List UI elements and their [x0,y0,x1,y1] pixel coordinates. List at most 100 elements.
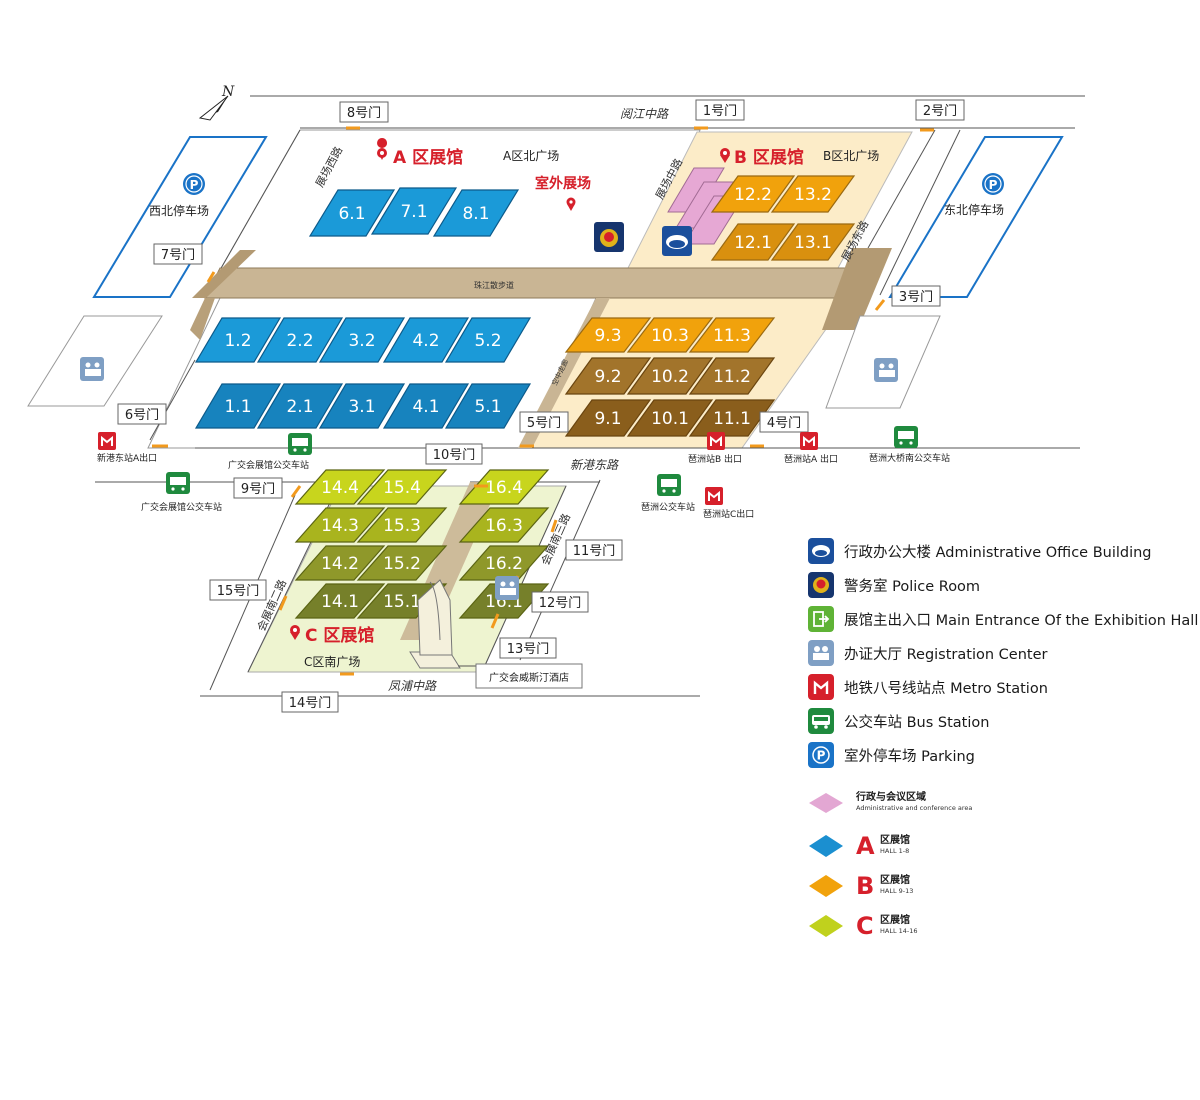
gate-label: 2号门 [923,104,957,119]
hall-1-1[interactable]: 1.1 [194,383,282,429]
zone-c-title: C 区展馆 [290,625,374,646]
legend-item-metro: 地铁八号线站点 Metro Station [808,672,1048,702]
metro-icon [98,432,116,450]
hall-label: 9.1 [594,409,621,429]
hall-3-2[interactable]: 3.2 [318,317,406,363]
hall-14-4[interactable]: 14.4 [294,469,386,505]
svg-text:P: P [190,178,199,192]
svg-text:B 区展馆: B 区展馆 [734,147,804,168]
gate-10: 10号门 [425,443,483,465]
hall-2-2[interactable]: 2.2 [256,317,344,363]
outdoor-title: 室外展场 [535,175,591,192]
road-fengpu: 凤浦中路 [388,679,437,693]
gate-label: 12号门 [539,596,582,611]
gate-label: 13号门 [507,642,550,657]
hall-11-3[interactable]: 11.3 [688,317,776,353]
gate-label: 10号门 [433,448,476,463]
hall-11-2[interactable]: 11.2 [688,357,776,395]
hall-6-1[interactable]: 6.1 [308,189,396,237]
hall-10-1[interactable]: 10.1 [626,399,714,437]
gate-label: 9号门 [241,482,275,497]
hall-label: 15.2 [383,554,421,574]
b-plaza: B区北广场 [823,149,879,163]
hall-9-1[interactable]: 9.1 [564,399,652,437]
hall-15-2[interactable]: 15.2 [356,545,448,581]
hall-9-2[interactable]: 9.2 [564,357,652,395]
registration-icon [808,640,834,666]
hall-label: 15.3 [383,516,421,536]
zone-a-title: A 区展馆 [377,138,463,168]
bus-icon [288,433,312,455]
compass-icon: N [198,84,235,121]
hall-16-3[interactable]: 16.3 [458,507,550,543]
hall-label: 7.1 [400,202,427,222]
hall-4-2[interactable]: 4.2 [382,317,470,363]
gate-12: 12号门 [531,591,589,613]
gate-4: 4号门 [759,411,809,433]
hall-13-2[interactable]: 13.2 [770,175,856,213]
hall-label: 11.1 [713,409,751,429]
hall-label: 15.1 [383,592,421,612]
hall-15-4[interactable]: 15.4 [356,469,448,505]
hall-14-3[interactable]: 14.3 [294,507,386,543]
hall-label: 10.3 [651,326,689,346]
hall-15-3[interactable]: 15.3 [356,507,448,543]
parking-icon: P [982,173,1004,195]
metro-icon [707,432,725,450]
gate-9: 9号门 [233,477,283,499]
gate-label: 7号门 [161,248,195,263]
hall-5-1[interactable]: 5.1 [444,383,532,429]
administrative-building-icon [662,226,692,256]
hall-15-1[interactable]: 15.1 [356,583,448,619]
legend-item-registration: 办证大厅 Registration Center [808,638,1047,668]
hall-11-1[interactable]: 11.1 [688,399,776,437]
bus-icon [808,708,834,734]
zone-titles: A 区展馆 A区北广场 室外展场 B 区展馆 B区北广场 C 区展馆 C区南广场… [149,138,1004,669]
hall-label: 10.2 [651,367,689,387]
hall-16-4[interactable]: 16.4 [458,469,550,505]
metro-pazhou-b: 琶洲站B 出口 [688,453,742,465]
hall-14-1[interactable]: 14.1 [294,583,386,619]
police-icon [808,572,834,598]
gate-5: 5号门 [519,411,569,433]
compass-label: N [221,84,235,100]
hall-7-1[interactable]: 7.1 [370,187,458,235]
hall-label: 16.4 [485,478,523,498]
zone-a-swatch [809,835,843,857]
hall-12-2[interactable]: 12.2 [710,175,796,213]
hall-label: 12.2 [734,185,772,205]
hall-1-2[interactable]: 1.2 [194,317,282,363]
hall-14-2[interactable]: 14.2 [294,545,386,581]
legend-item-parking: P 室外停车场 Parking [808,740,975,770]
hall-10-3[interactable]: 10.3 [626,317,714,353]
hall-label: 3.1 [348,397,375,417]
parking-icon: P [808,742,834,768]
zone-b-title: B 区展馆 [720,147,804,168]
hall-9-3[interactable]: 9.3 [564,317,652,353]
hall-10-2[interactable]: 10.2 [626,357,714,395]
hall-12-1[interactable]: 12.1 [710,223,796,261]
road-yuejiang: 阅江中路 [620,107,669,121]
hall-label: 12.1 [734,233,772,253]
bus-cantonfair-2: 广交会展馆公交车站 [141,501,222,513]
hall-13-1[interactable]: 13.1 [770,223,856,261]
hall-2-1[interactable]: 2.1 [256,383,344,429]
hall-3-1[interactable]: 3.1 [318,383,406,429]
hall-label: 14.4 [321,478,359,498]
hall-label: 2.1 [286,397,313,417]
parking-northwest: 西北停车场 [149,203,209,218]
gate-8: 8号门 [339,101,389,123]
admin-area-swatch [809,793,843,813]
gate-label: 15号门 [217,584,260,599]
hall-label: 6.1 [338,204,365,224]
gate-1: 1号门 [695,99,745,121]
hall-8-1[interactable]: 8.1 [432,189,520,237]
hall-5-2[interactable]: 5.2 [444,317,532,363]
legend-item-admin-building: 行政办公大楼 Administrative Office Building [808,536,1152,566]
hall-label: 1.1 [224,397,251,417]
hall-4-1[interactable]: 4.1 [382,383,470,429]
hall-16-2[interactable]: 16.2 [458,545,550,581]
hall-label: 14.2 [321,554,359,574]
